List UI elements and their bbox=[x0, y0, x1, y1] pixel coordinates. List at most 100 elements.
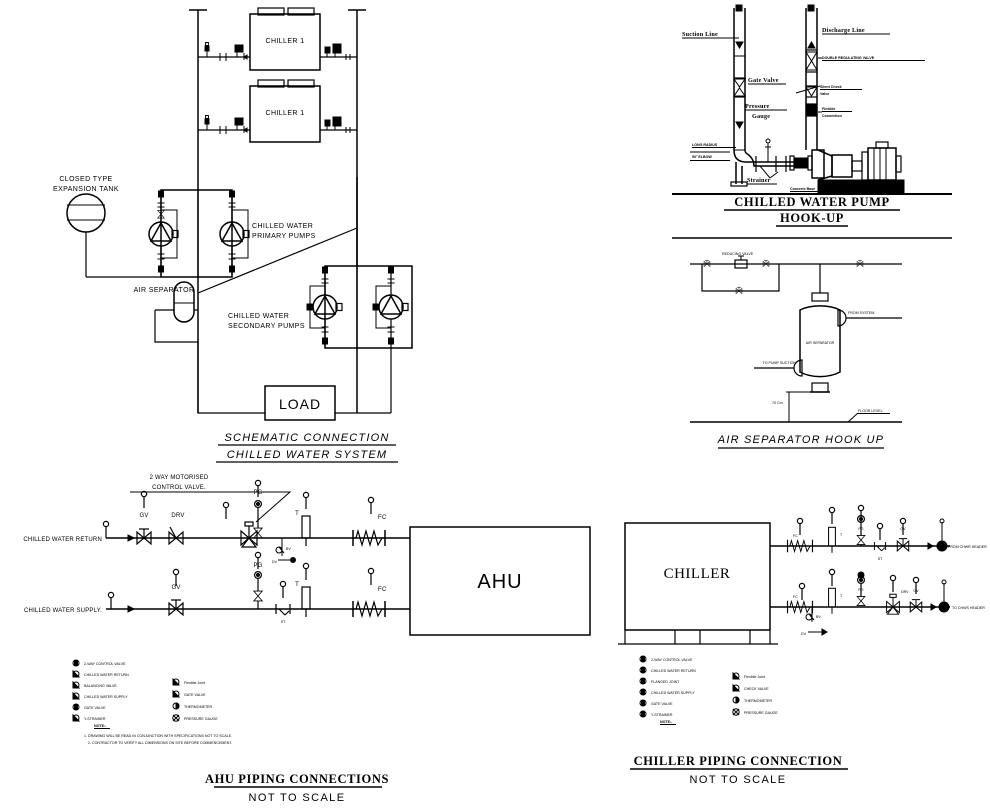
ahu-legend-left-5: Y-STRAINER bbox=[84, 717, 106, 721]
chilled-water-supply-label: CHILLED WATER SUPPLY. bbox=[24, 608, 102, 614]
supply-t-balloon bbox=[302, 562, 310, 581]
height-dimension bbox=[786, 391, 828, 423]
silent-check-valve-label-2: Valve bbox=[820, 92, 829, 96]
from-header-connection bbox=[927, 518, 948, 552]
chilled-water-return-label: CHILLED WATER RETURN bbox=[23, 537, 102, 543]
ahu-legend-right-3: PRESSURE GAUGE bbox=[184, 717, 218, 721]
chiller-dv-bot-tag: DV bbox=[801, 632, 807, 636]
chiller-t-bot-tag: T bbox=[840, 594, 843, 598]
chiller-supply-thermometer bbox=[828, 587, 836, 615]
chiller-unit-2: CHILLER 1 bbox=[249, 79, 321, 143]
diagonal-break-line bbox=[197, 227, 358, 294]
to-chws-header-label: TO CHWS HEADER bbox=[952, 606, 985, 610]
chiller-2-label: CHILLER 1 bbox=[265, 110, 304, 117]
gate-valve-label: Gate Valve bbox=[748, 77, 779, 84]
ahu-notes-heading: NOTE:- bbox=[94, 724, 107, 728]
chiller-supply-pressure-gauge bbox=[856, 575, 866, 606]
chiller-legend-right-1: CHECK VALVE bbox=[744, 687, 769, 691]
pump-suction-pressure-gauge bbox=[765, 138, 771, 162]
chiller-legend-left-3: CHILLED WATER SUPPLY bbox=[651, 691, 695, 695]
return-thermometer bbox=[301, 515, 311, 547]
secondary-pump-loop bbox=[324, 177, 413, 349]
chiller-supply-drv bbox=[886, 593, 900, 615]
schematic-chilled-water-system: CHILLER 1 bbox=[53, 7, 413, 463]
legend-item: THERMOMETER bbox=[172, 702, 213, 710]
legend-item: CHILLED WATER SUPPLY bbox=[639, 688, 695, 696]
ahu-legend-left: 2-WAY CONTROL VALVE CHILLED WATER RETURN… bbox=[72, 659, 129, 722]
bypass-valve bbox=[735, 286, 743, 294]
legend-item: BALANCING VALVE bbox=[72, 680, 117, 689]
chiller-fc-bot-balloon bbox=[798, 582, 806, 601]
suction-line-label: Suction Line bbox=[682, 31, 718, 38]
legend-item: PRESSURE GAUGE bbox=[732, 708, 778, 716]
chiller-2-outlet-valves bbox=[324, 116, 351, 133]
silent-check-valve-label-1: Silent Check bbox=[820, 85, 842, 89]
legend-item: 2-WAY CONTROL VALVE bbox=[639, 655, 693, 663]
legend-item: CHILLED WATER SUPPLY bbox=[72, 691, 128, 700]
chiller-fc-bot-tag: FC bbox=[793, 595, 798, 599]
strainer-label: Strainer bbox=[747, 177, 771, 184]
control-valve-balloon bbox=[140, 490, 148, 509]
chiller-1-inlet-valves bbox=[204, 42, 248, 61]
legend-item: Flexible Joint bbox=[732, 671, 765, 680]
pump-hookup-title-2: HOOK-UP bbox=[780, 211, 844, 225]
supply-gv-balloon bbox=[172, 568, 180, 587]
supply-flow-arrow bbox=[127, 605, 136, 613]
chiller-piping-subtitle: NOT TO SCALE bbox=[690, 774, 787, 786]
ahu-legend-left-3: CHILLED WATER SUPPLY bbox=[84, 695, 128, 699]
secondary-pumps-label-1: CHILLED WATER bbox=[228, 313, 289, 320]
expansion-tank-label-2: EXPANSION TANK bbox=[53, 186, 119, 193]
to-header-connection bbox=[930, 579, 950, 613]
floor-level-label: FLOOR LEVEL bbox=[858, 409, 883, 413]
primary-pumps-label-2: PRIMARY PUMPS bbox=[252, 233, 316, 240]
chiller-pg-top-tag: PG bbox=[858, 527, 863, 531]
legend-item: Flexible Joint bbox=[172, 677, 205, 686]
supply-fc-balloon bbox=[367, 567, 375, 586]
return-t-tag: T bbox=[295, 511, 299, 517]
from-system-nozzle bbox=[837, 309, 902, 327]
reducing-valve bbox=[731, 255, 751, 269]
suction-riser bbox=[733, 4, 746, 150]
chiller-pg-bot-balloon bbox=[857, 571, 865, 579]
chiller-2-inlet-valves bbox=[204, 115, 248, 134]
bypass-loop bbox=[701, 264, 780, 292]
header-valve-3 bbox=[856, 259, 864, 267]
chiller-return-gate-valve bbox=[896, 538, 910, 552]
to-pump-suction-nozzle bbox=[754, 359, 803, 377]
chiller-unit-1: CHILLER 1 bbox=[249, 7, 321, 71]
control-valve-label-2: CONTROL VALVE. bbox=[152, 485, 206, 491]
schematic-title-line2: CHILLED WATER SYSTEM bbox=[227, 449, 388, 461]
double-regulating-valve-label: DOUBLE REGULATING VALVE bbox=[822, 56, 875, 60]
chiller-legend-right-3: PRESSURE GAUGE bbox=[744, 711, 778, 715]
flexible-connection-label-2: Connection bbox=[822, 114, 842, 118]
supply-thermometer bbox=[301, 586, 311, 618]
air-separator-return-leg bbox=[154, 310, 198, 343]
reducing-valve-label: REDUCING VALVE bbox=[722, 252, 754, 256]
ahu-piping-connections: CHILLED WATER RETURN CHILLED WATER SUPPL… bbox=[23, 475, 591, 804]
suction-strainer bbox=[755, 156, 787, 179]
ahu-note-0: 1. DRAWING WILL BE READ IN CONJUNCTION W… bbox=[84, 734, 232, 738]
supply-st-tag: ST bbox=[281, 620, 286, 624]
chiller-legend-right: Flexible Joint CHECK VALVE THERMOMETER P… bbox=[732, 671, 778, 716]
primary-pump-b bbox=[219, 190, 250, 277]
legend-item: THERMOMETER bbox=[732, 696, 773, 704]
air-separator-title: AIR SEPARATOR HOOK UP bbox=[717, 434, 884, 446]
chiller-bv-bot-tag: BV bbox=[816, 615, 821, 619]
ahu-legend-right-2: THERMOMETER bbox=[184, 705, 213, 709]
supply-gv-tag: GV bbox=[171, 585, 180, 591]
chiller-return-pressure-gauge bbox=[856, 514, 866, 546]
return-flow-arrow bbox=[127, 534, 136, 542]
load-block: LOAD bbox=[264, 385, 336, 421]
control-valve-stem-balloon bbox=[222, 501, 230, 520]
primary-pump-a bbox=[148, 190, 179, 277]
chiller-legend-left-1: CHILLED WATER RETURN bbox=[651, 669, 696, 673]
chiller-supply-check-valve bbox=[909, 599, 923, 613]
ahu-legend-right-0: Flexible Joint bbox=[184, 681, 205, 685]
return-gv-tag: GV bbox=[139, 513, 148, 519]
legend-item: CHILLED WATER RETURN bbox=[72, 669, 129, 678]
legend-item: GATE VALVE bbox=[639, 699, 673, 707]
height-dimension-label: 70 Cm bbox=[772, 401, 783, 405]
chiller-t-top-balloon bbox=[828, 506, 836, 525]
return-pressure-gauge bbox=[254, 500, 262, 513]
header-valve-2 bbox=[762, 259, 770, 267]
